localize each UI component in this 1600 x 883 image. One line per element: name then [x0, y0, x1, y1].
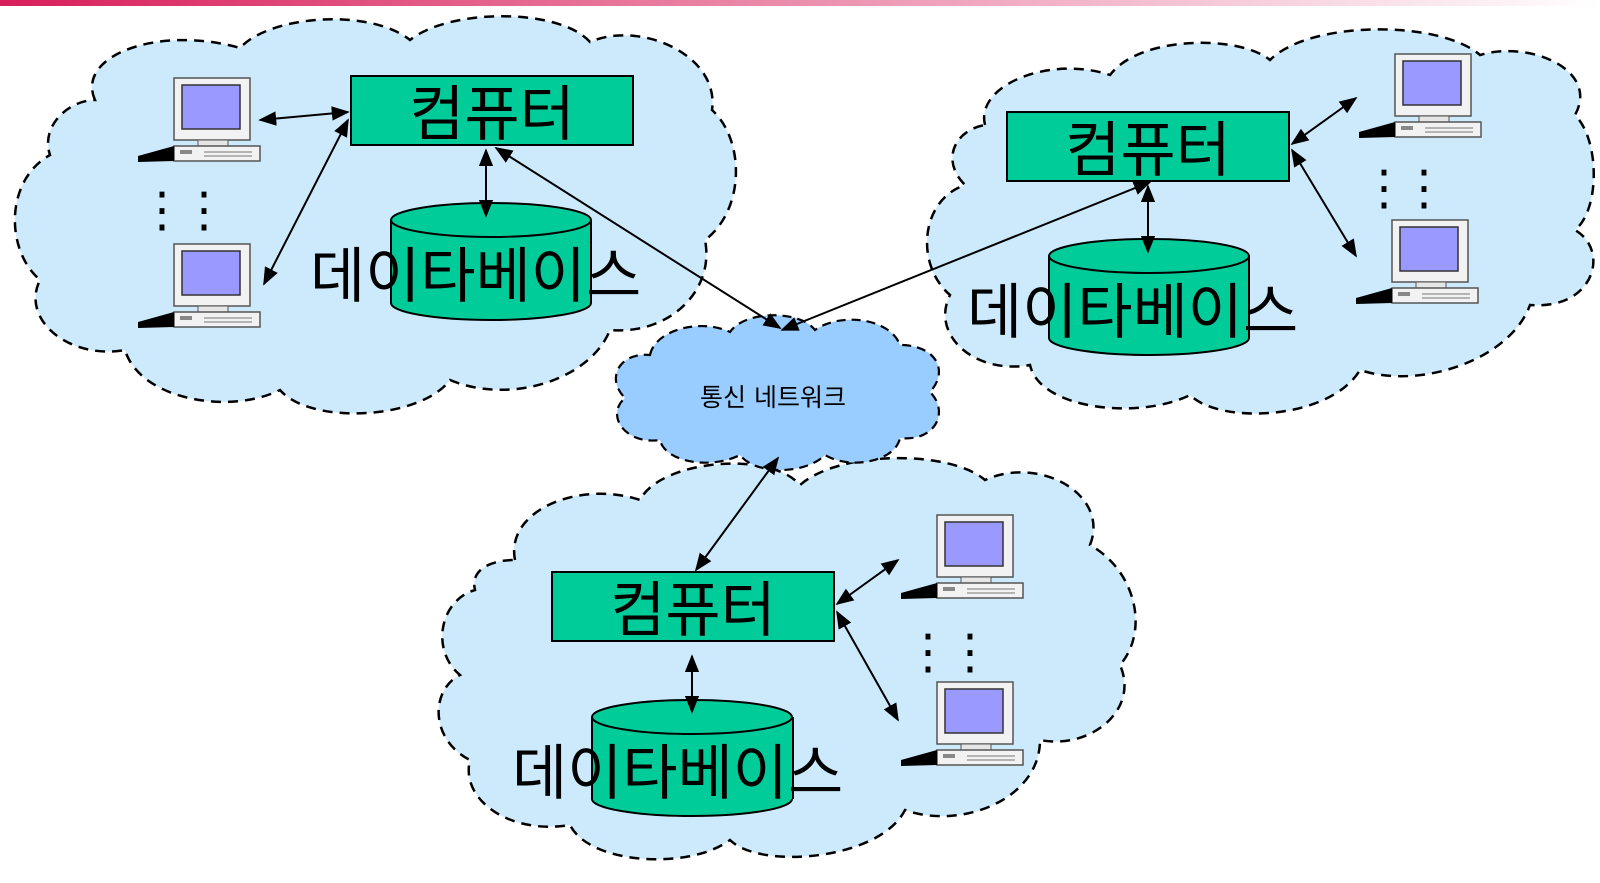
site-2-computer-label: 컴퓨터: [1065, 116, 1231, 186]
network-label: 통신 네트워크: [700, 383, 846, 412]
site-2-group: 컴퓨터 데이타베이스 ⋮ ⋮: [925, 28, 1595, 415]
network-group: 통신 네트워크: [614, 314, 941, 471]
site-3-database-icon[interactable]: [591, 699, 794, 817]
network-link: [494, 147, 782, 329]
site-1-database-label: 데이타베이스: [310, 242, 641, 312]
site-1-computer-label: 컴퓨터: [409, 80, 575, 150]
site-1-link: [263, 118, 349, 286]
site-3-ellipsis: ⋮: [946, 624, 994, 680]
site-2-ellipsis: ⋮: [1400, 160, 1448, 216]
site-1-ellipsis: ⋮: [138, 182, 186, 238]
site-3-ellipsis: ⋮: [904, 624, 952, 680]
site-2-link: [1291, 148, 1357, 258]
top-accent-bar: [0, 0, 1600, 6]
site-1-ellipsis: ⋮: [180, 182, 228, 238]
site-3-database-label: 데이타베이스: [512, 739, 843, 809]
site-2-link: [1290, 96, 1358, 146]
site-2-cloud-icon: [925, 28, 1595, 415]
site-3-group: 컴퓨터 데이타베이스 ⋮ ⋮: [437, 456, 1137, 861]
network-link: [780, 181, 1152, 331]
site-1-group: 컴퓨터 데이타베이스 ⋮ ⋮: [13, 15, 738, 415]
site-3-link: [836, 610, 899, 722]
site-1-computer-box[interactable]: 컴퓨터: [350, 75, 634, 150]
site-3-link: [835, 558, 900, 606]
site-2-computer-box[interactable]: 컴퓨터: [1006, 111, 1290, 186]
site-2-ellipsis: ⋮: [1360, 160, 1408, 216]
site-3-computer-label: 컴퓨터: [610, 576, 776, 646]
site-2-database-label: 데이타베이스: [967, 278, 1298, 348]
site-3-computer-box[interactable]: 컴퓨터: [551, 571, 835, 646]
network-link: [694, 456, 780, 572]
